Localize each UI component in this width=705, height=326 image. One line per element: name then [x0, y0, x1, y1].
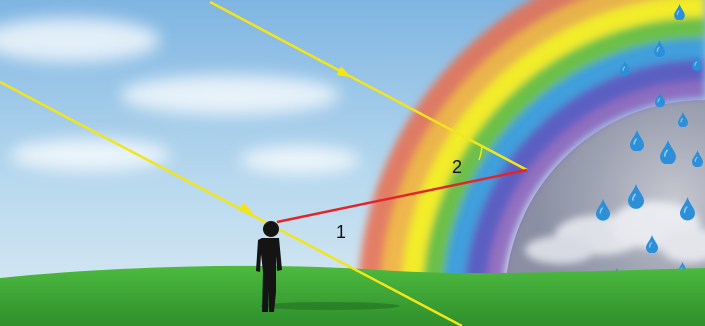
- shadow: [260, 302, 400, 310]
- person-silhouette-icon: [256, 221, 282, 312]
- sunlight-rays: [0, 0, 528, 326]
- angle-arc-2: [478, 145, 483, 161]
- angle-label-1: 1: [336, 222, 346, 242]
- sun-ray-lower: [0, 80, 463, 326]
- ground: [0, 265, 705, 326]
- sky-clouds: [0, 18, 360, 174]
- arrow-icon: [336, 66, 352, 78]
- sun-ray-upper: [209, 0, 528, 172]
- line-of-sight: [276, 168, 528, 224]
- cloud-icon: [525, 201, 705, 264]
- angle-label-2: 2: [452, 157, 462, 177]
- arrow-icon: [238, 202, 254, 214]
- rainbow: [358, 0, 705, 301]
